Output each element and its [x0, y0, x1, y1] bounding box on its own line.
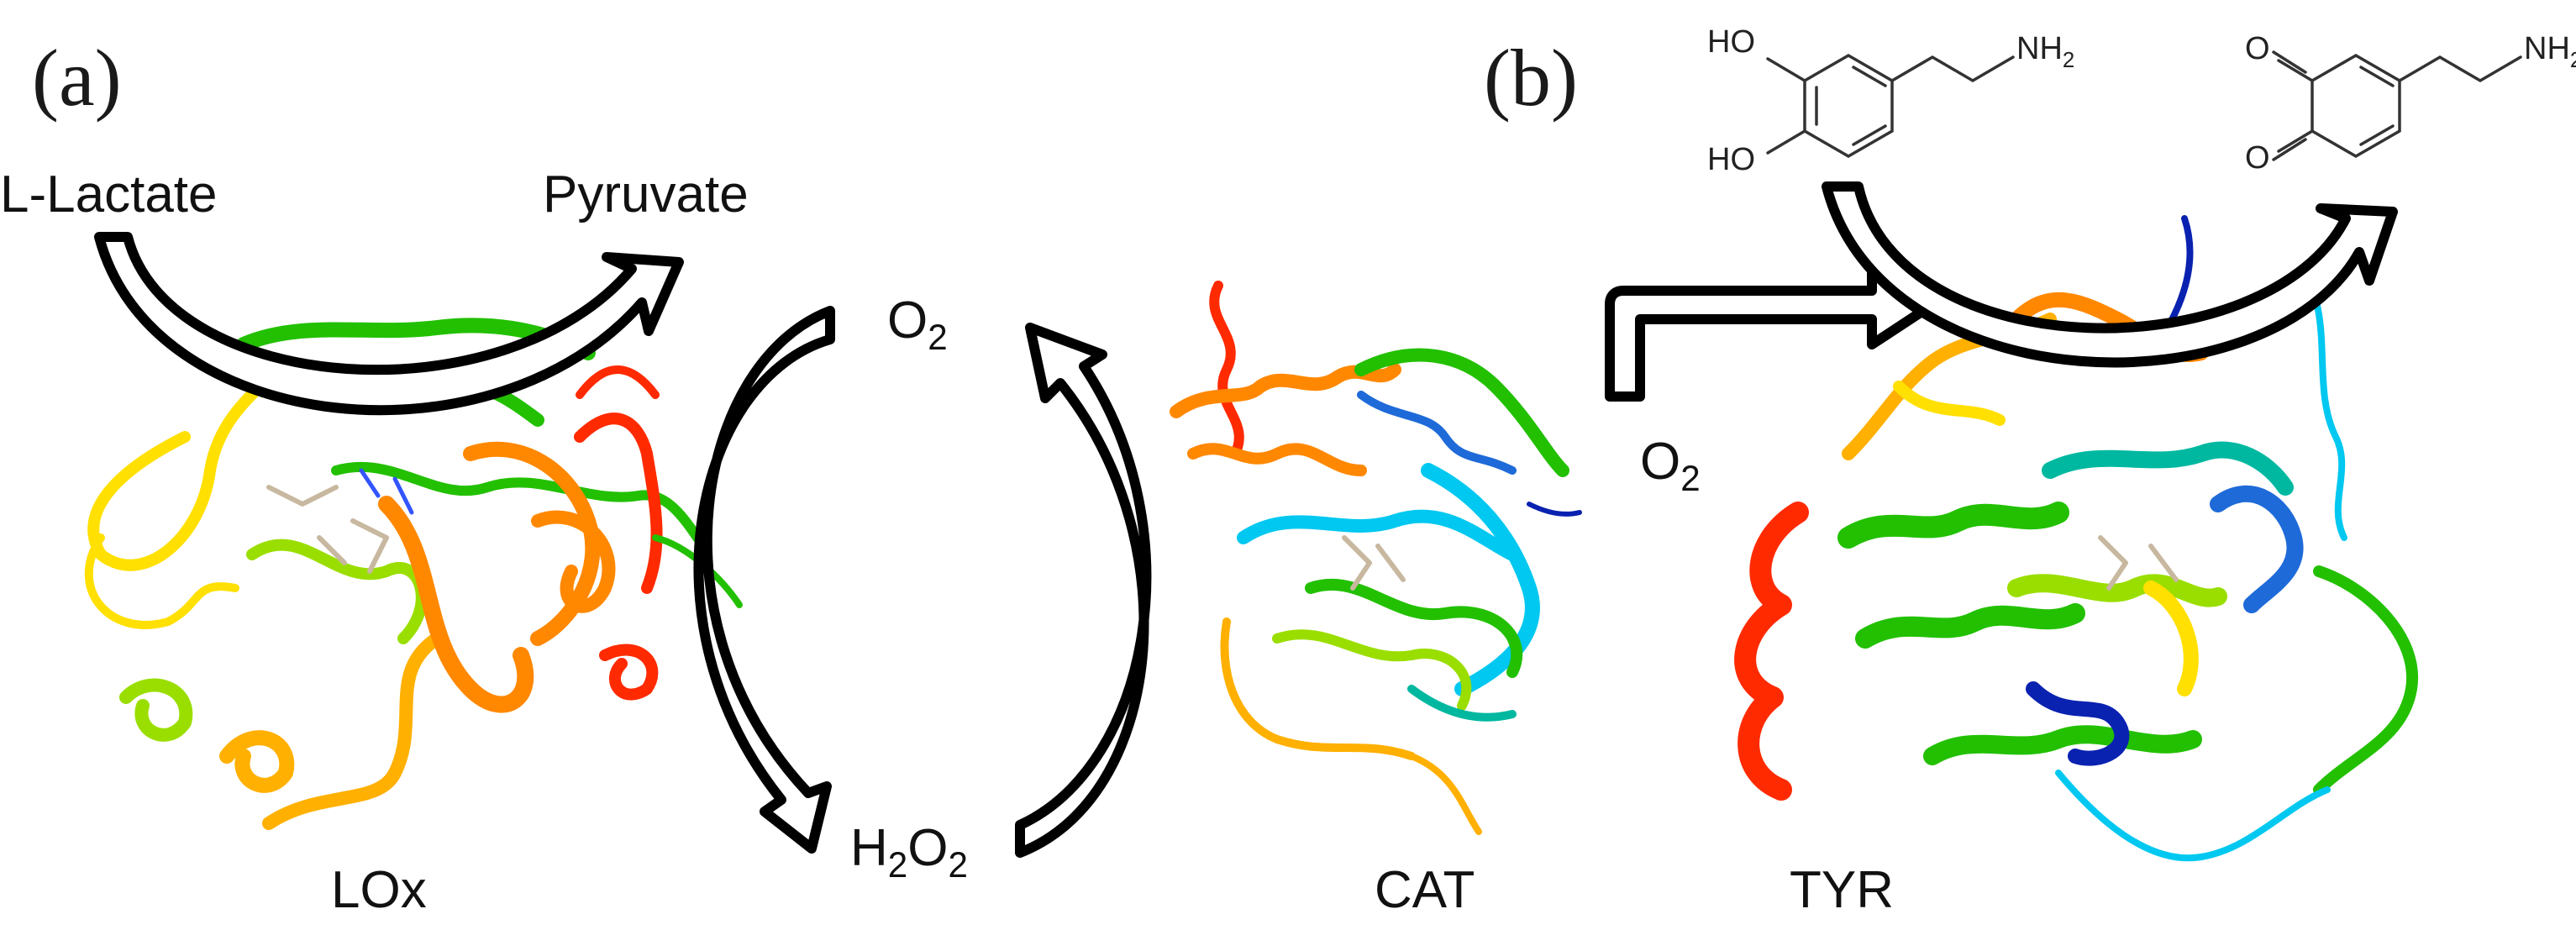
tyr-label: TYR: [1790, 861, 1894, 919]
dopamine-structure: HO HO NH2: [1707, 24, 2074, 177]
oxygen-label-b: O2: [1640, 433, 1701, 498]
oxygen-label-a: O2: [887, 292, 948, 357]
panel-b-label: (b): [1484, 33, 1578, 123]
oxygen-to-peroxide-arrow: [693, 306, 835, 854]
substrate-label: L-Lactate: [0, 166, 218, 223]
dopamine-to-quinone-arrow: [1822, 181, 2398, 368]
peroxide-label: H2O2: [850, 819, 968, 885]
product-label: Pyruvate: [543, 166, 749, 223]
lox-protein-structure: [84, 318, 743, 830]
dopaquinone-structure: O O NH2: [2245, 31, 2576, 176]
product-oxo-bottom: O: [2245, 140, 2270, 176]
panel-a: (a) L-Lactate Py: [0, 33, 1582, 919]
product-amine: NH2: [2524, 31, 2576, 72]
panel-a-label: (a): [32, 33, 122, 123]
peroxide-to-oxygen-arrow: [1015, 323, 1152, 858]
cat-protein-structure: [1170, 281, 1582, 835]
oxygen-entry-arrow: [1605, 262, 1936, 402]
reactant-hydroxyl-top: HO: [1707, 24, 1755, 60]
product-oxo-top: O: [2245, 31, 2270, 66]
panel-b: (b) HO HO NH2 O O NH2: [1484, 24, 2576, 919]
lactate-to-pyruvate-arrow: [94, 232, 684, 416]
cat-label: CAT: [1375, 861, 1475, 919]
reactant-amine: NH2: [2016, 31, 2074, 72]
lox-label: LOx: [331, 861, 427, 919]
reactant-hydroxyl-bottom: HO: [1707, 142, 1755, 177]
